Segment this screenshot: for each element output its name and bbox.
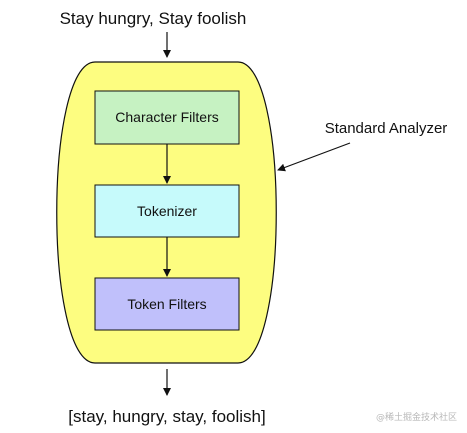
input-text: Stay hungry, Stay foolish <box>60 9 247 28</box>
output-text: [stay, hungry, stay, foolish] <box>68 407 265 426</box>
stage-character-filters <box>94 90 240 145</box>
container-label: Standard Analyzer <box>325 120 448 137</box>
stage-label-token-filters: Token Filters <box>127 296 206 312</box>
stage-label-tokenizer: Tokenizer <box>137 203 197 219</box>
container-pointer-arrow <box>277 142 351 172</box>
stage-label-character-filters: Character Filters <box>115 109 218 125</box>
stage-token-filters <box>94 277 240 331</box>
stage-tokenizer <box>94 184 240 238</box>
watermark: @稀土掘金技术社区 <box>375 413 457 423</box>
